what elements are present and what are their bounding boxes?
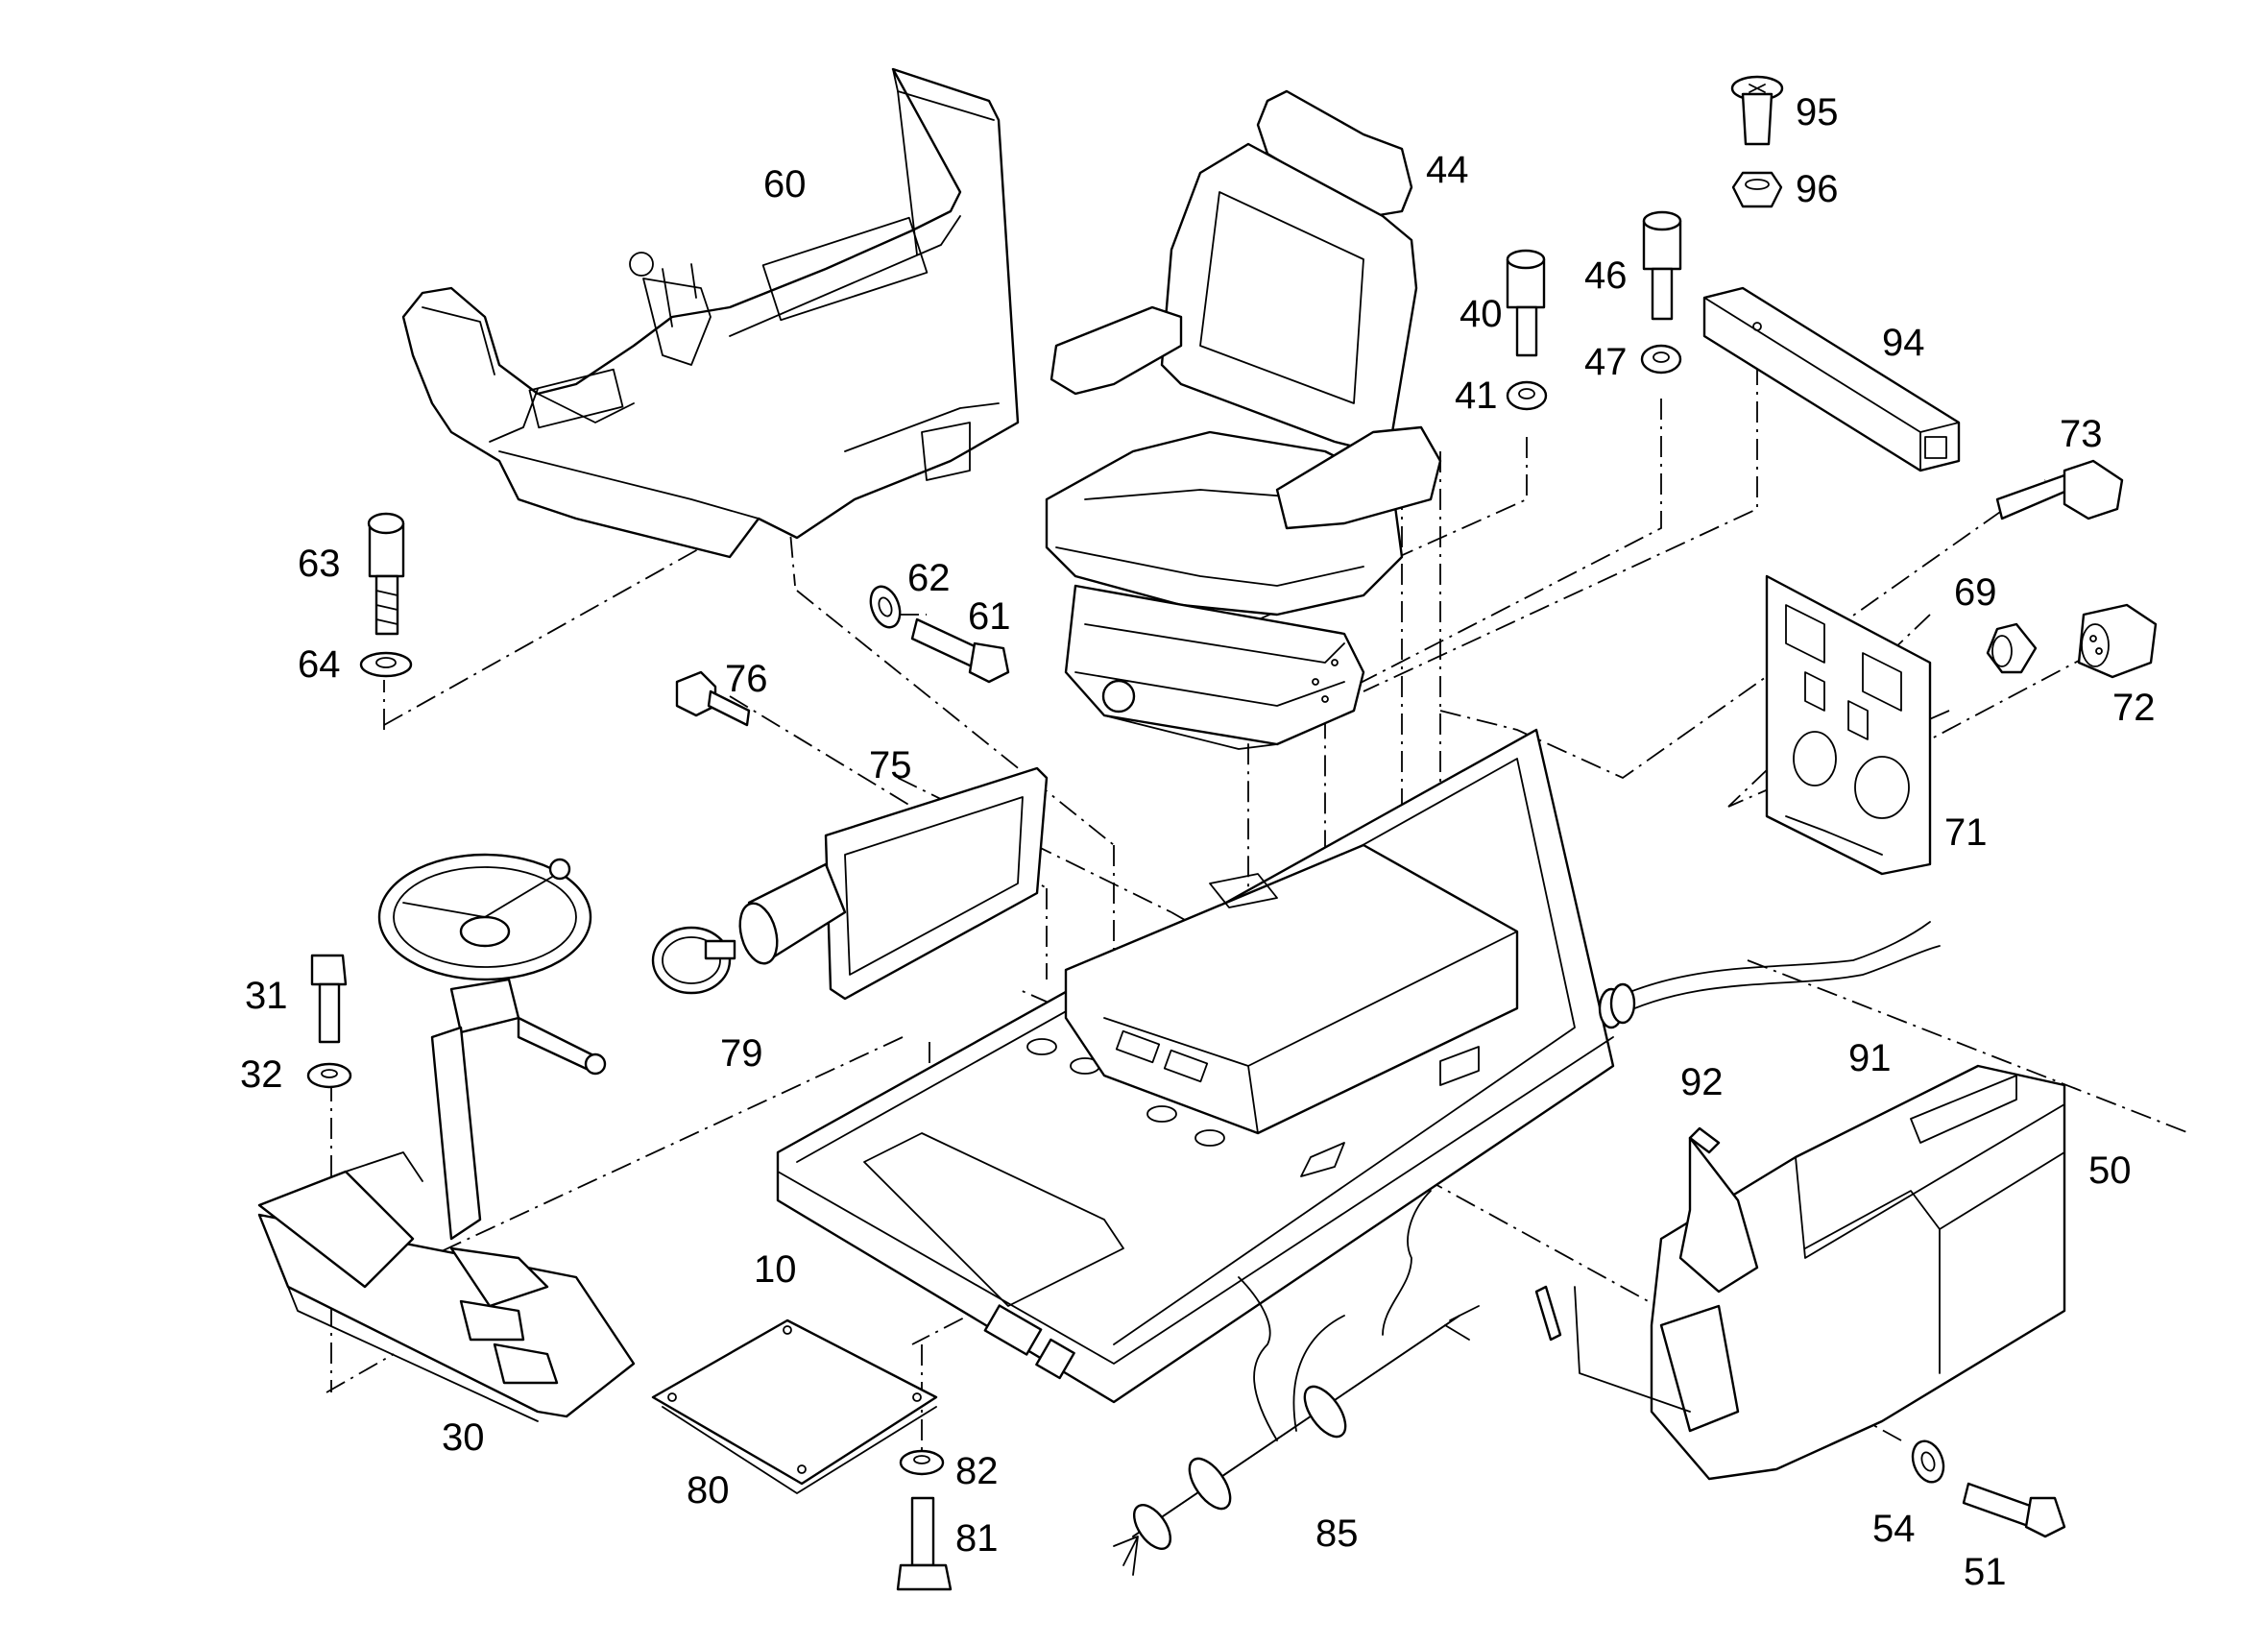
part-82-washer — [899, 1449, 945, 1476]
part-92-grommet — [1598, 982, 1636, 1029]
part-76-bolt — [675, 670, 751, 727]
part-95-screw — [1730, 75, 1784, 146]
callout-73: 73 — [2060, 413, 2103, 455]
callout-64: 64 — [298, 643, 341, 686]
callout-85: 85 — [1315, 1512, 1359, 1555]
callout-76: 76 — [725, 658, 768, 700]
callout-40: 40 — [1460, 293, 1503, 335]
callout-63: 63 — [298, 543, 341, 585]
part-50-right-console — [1534, 1064, 2066, 1481]
part-71-plate — [1765, 574, 1932, 876]
part-63-bolt — [367, 512, 405, 636]
callout-81: 81 — [955, 1517, 999, 1560]
callout-72: 72 — [2112, 687, 2156, 729]
callout-51: 51 — [1964, 1551, 2007, 1593]
callout-62: 62 — [907, 557, 951, 599]
callout-79: 79 — [720, 1032, 763, 1075]
part-44-seat — [1045, 89, 1442, 750]
part-51-bolt — [1962, 1482, 2066, 1538]
callout-82: 82 — [955, 1450, 999, 1492]
callout-75: 75 — [869, 744, 912, 786]
part-62-washer — [869, 585, 902, 629]
callout-44: 44 — [1426, 149, 1469, 191]
part-47-washer — [1640, 344, 1682, 375]
callout-80: 80 — [687, 1469, 730, 1512]
callout-31: 31 — [245, 975, 288, 1017]
part-31-bolt — [310, 954, 348, 1044]
callout-71: 71 — [1944, 811, 1988, 854]
part-41-washer — [1506, 380, 1548, 411]
part-79-clamp — [651, 926, 736, 995]
callout-95: 95 — [1796, 91, 1839, 133]
callout-69: 69 — [1954, 571, 1997, 614]
callout-47: 47 — [1584, 341, 1628, 383]
callout-92: 92 — [1680, 1061, 1724, 1103]
callout-30: 30 — [442, 1416, 485, 1459]
part-91-cables — [1603, 921, 1941, 1019]
part-60-left-console — [401, 67, 1020, 559]
callout-46: 46 — [1584, 254, 1628, 297]
part-61-bolt — [910, 617, 1010, 684]
callout-labels: 10 30 31 32 40 41 44 46 47 50 51 54 60 6… — [240, 91, 2156, 1593]
part-32-washer — [306, 1062, 352, 1089]
part-46-bolt — [1642, 210, 1682, 321]
callout-61: 61 — [968, 595, 1011, 638]
callout-10: 10 — [754, 1248, 797, 1291]
callout-60: 60 — [763, 163, 807, 206]
part-75-duct — [738, 766, 1049, 1001]
callout-91: 91 — [1848, 1037, 1892, 1079]
part-73-bolt — [1995, 459, 2124, 520]
part-72-connector — [2077, 603, 2158, 679]
part-64-washer — [359, 651, 413, 678]
part-40-bolt — [1506, 249, 1546, 357]
part-96-cup-washer — [1731, 171, 1783, 208]
callout-94: 94 — [1882, 322, 1925, 364]
callout-50: 50 — [2088, 1149, 2132, 1192]
part-69-grommet — [1986, 622, 2038, 674]
callout-96: 96 — [1796, 168, 1839, 210]
callout-54: 54 — [1872, 1508, 1916, 1550]
callout-41: 41 — [1455, 375, 1498, 417]
part-seat-riser-box — [1064, 843, 1519, 1135]
part-94-bracket — [1702, 286, 1961, 472]
callout-32: 32 — [240, 1053, 283, 1096]
part-81-bolt — [896, 1496, 953, 1591]
part-30-steering-assembly — [257, 853, 636, 1422]
part-54-washer — [1911, 1439, 1945, 1484]
part-85-wiring-harness — [1113, 1190, 1480, 1576]
part-80-cover-plate — [651, 1318, 938, 1494]
